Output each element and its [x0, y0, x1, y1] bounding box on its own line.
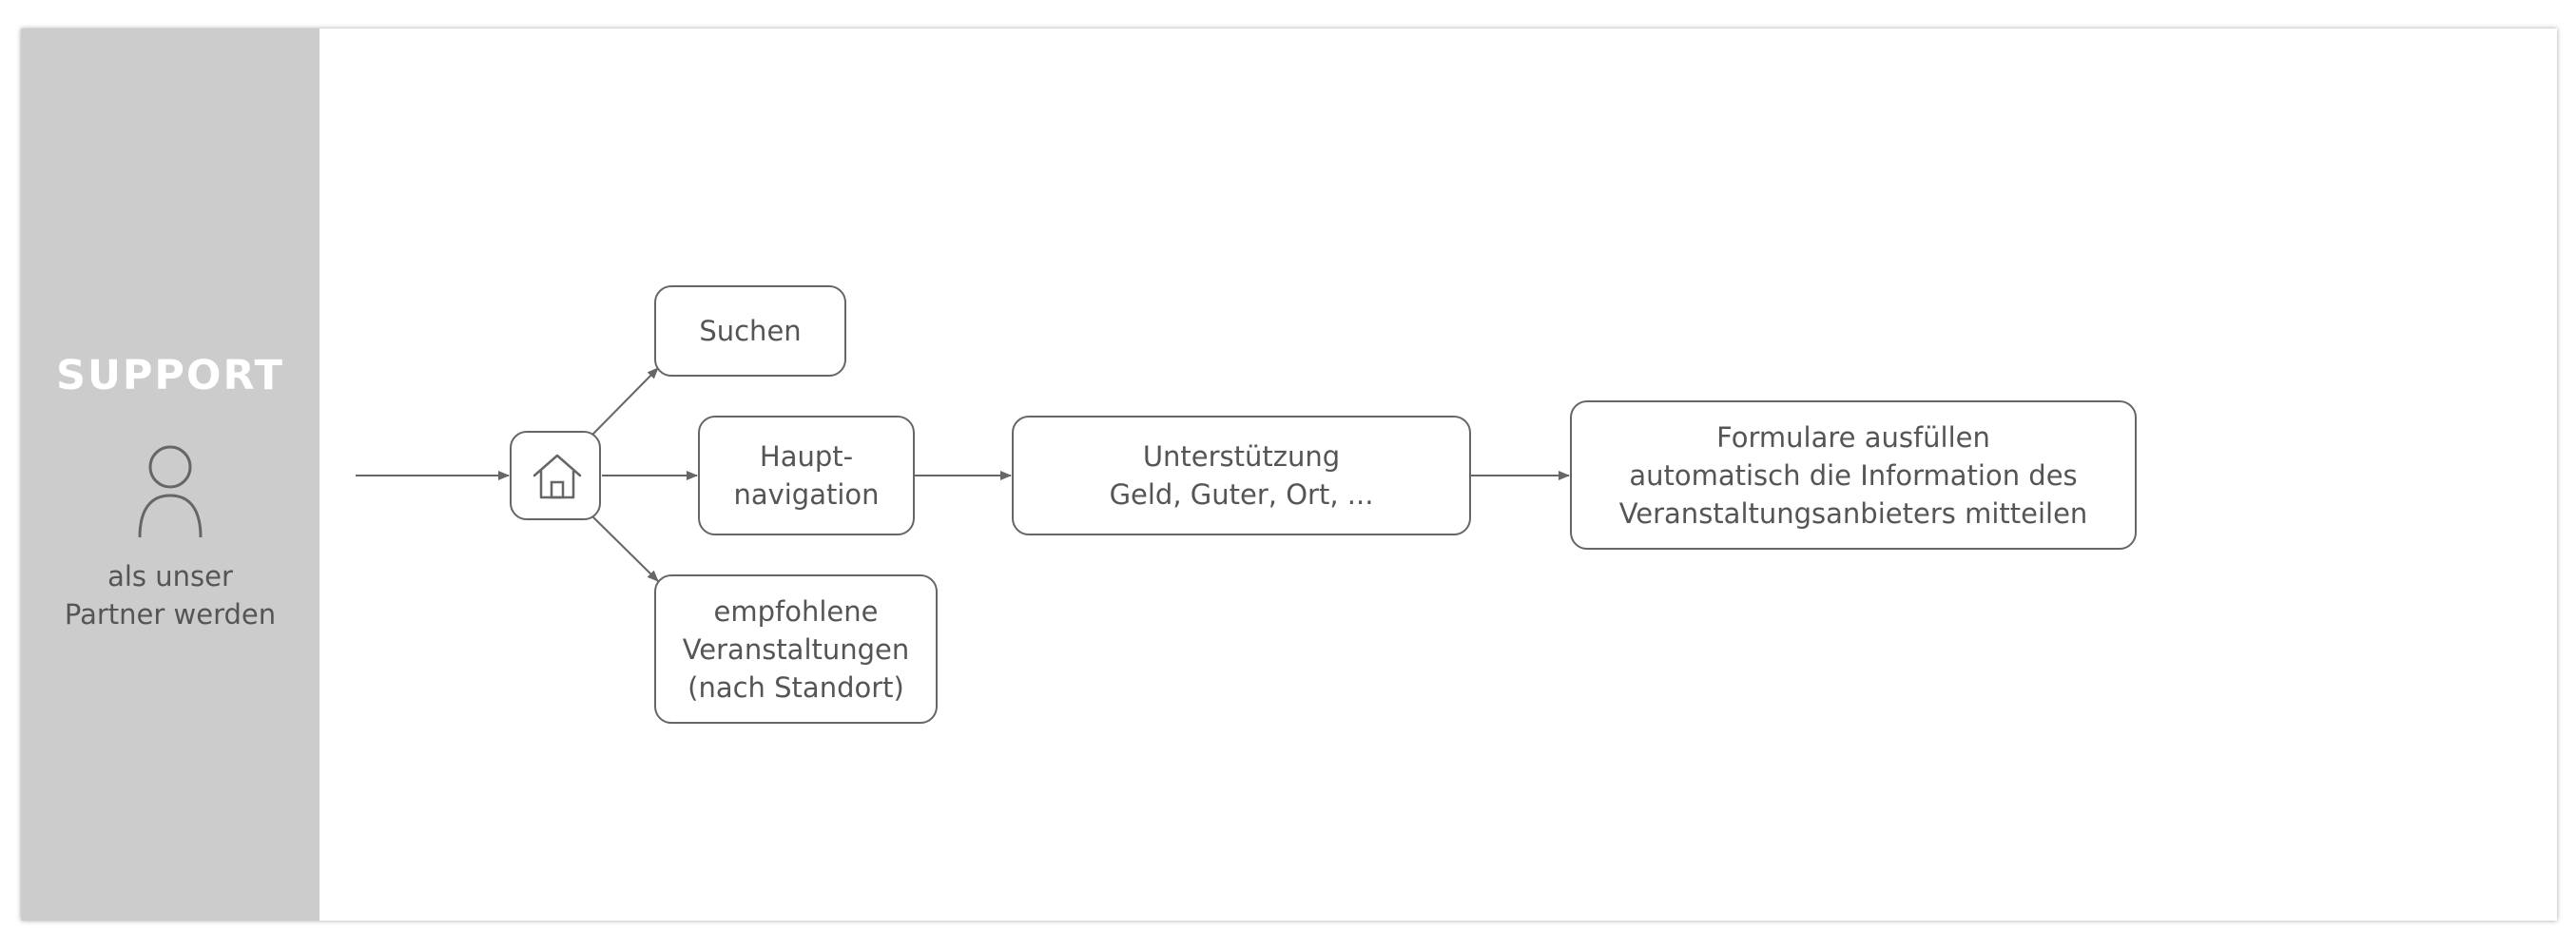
node-support-line1: Unterstützung — [1142, 440, 1341, 473]
arrow-home-to-recommended — [591, 515, 659, 582]
node-forms-line2: automatisch die Information des — [1629, 458, 2078, 492]
home-node[interactable] — [510, 431, 601, 520]
person-icon — [138, 445, 203, 537]
node-recommended-line2: Veranstaltungen — [682, 632, 910, 666]
node-forms-line1: Formulare ausfüllen — [1716, 420, 1990, 454]
node-forms[interactable]: Formulare ausfüllen automatisch die Info… — [1570, 400, 2137, 550]
node-support[interactable]: Unterstützung Geld, Guter, Ort, ... — [1012, 416, 1471, 535]
sidebar-caption: als unser Partner werden — [21, 557, 320, 633]
node-search-label: Suchen — [699, 315, 802, 347]
sidebar-caption-line2: Partner werden — [64, 598, 277, 631]
home-icon — [533, 454, 582, 499]
node-support-line2: Geld, Guter, Ort, ... — [1109, 478, 1374, 511]
node-main-navigation[interactable]: Haupt- navigation — [698, 416, 915, 535]
node-main-navigation-line1: Haupt- — [759, 440, 854, 473]
node-recommended-line3: (nach Standort) — [688, 670, 904, 704]
node-main-navigation-line2: navigation — [733, 478, 880, 511]
node-recommended-events[interactable]: empfohlene Veranstaltungen (nach Standor… — [654, 574, 938, 724]
node-forms-line3: Veranstaltungsanbieters mitteilen — [1618, 496, 2088, 530]
sidebar-title: SUPPORT — [56, 352, 284, 399]
node-search[interactable]: Suchen — [654, 285, 846, 377]
node-recommended-line1: empfohlene — [713, 594, 879, 628]
sidebar-caption-line1: als unser — [107, 560, 233, 593]
arrow-home-to-search — [591, 367, 659, 437]
sidebar: SUPPORT als unser Partner werden — [21, 29, 320, 921]
